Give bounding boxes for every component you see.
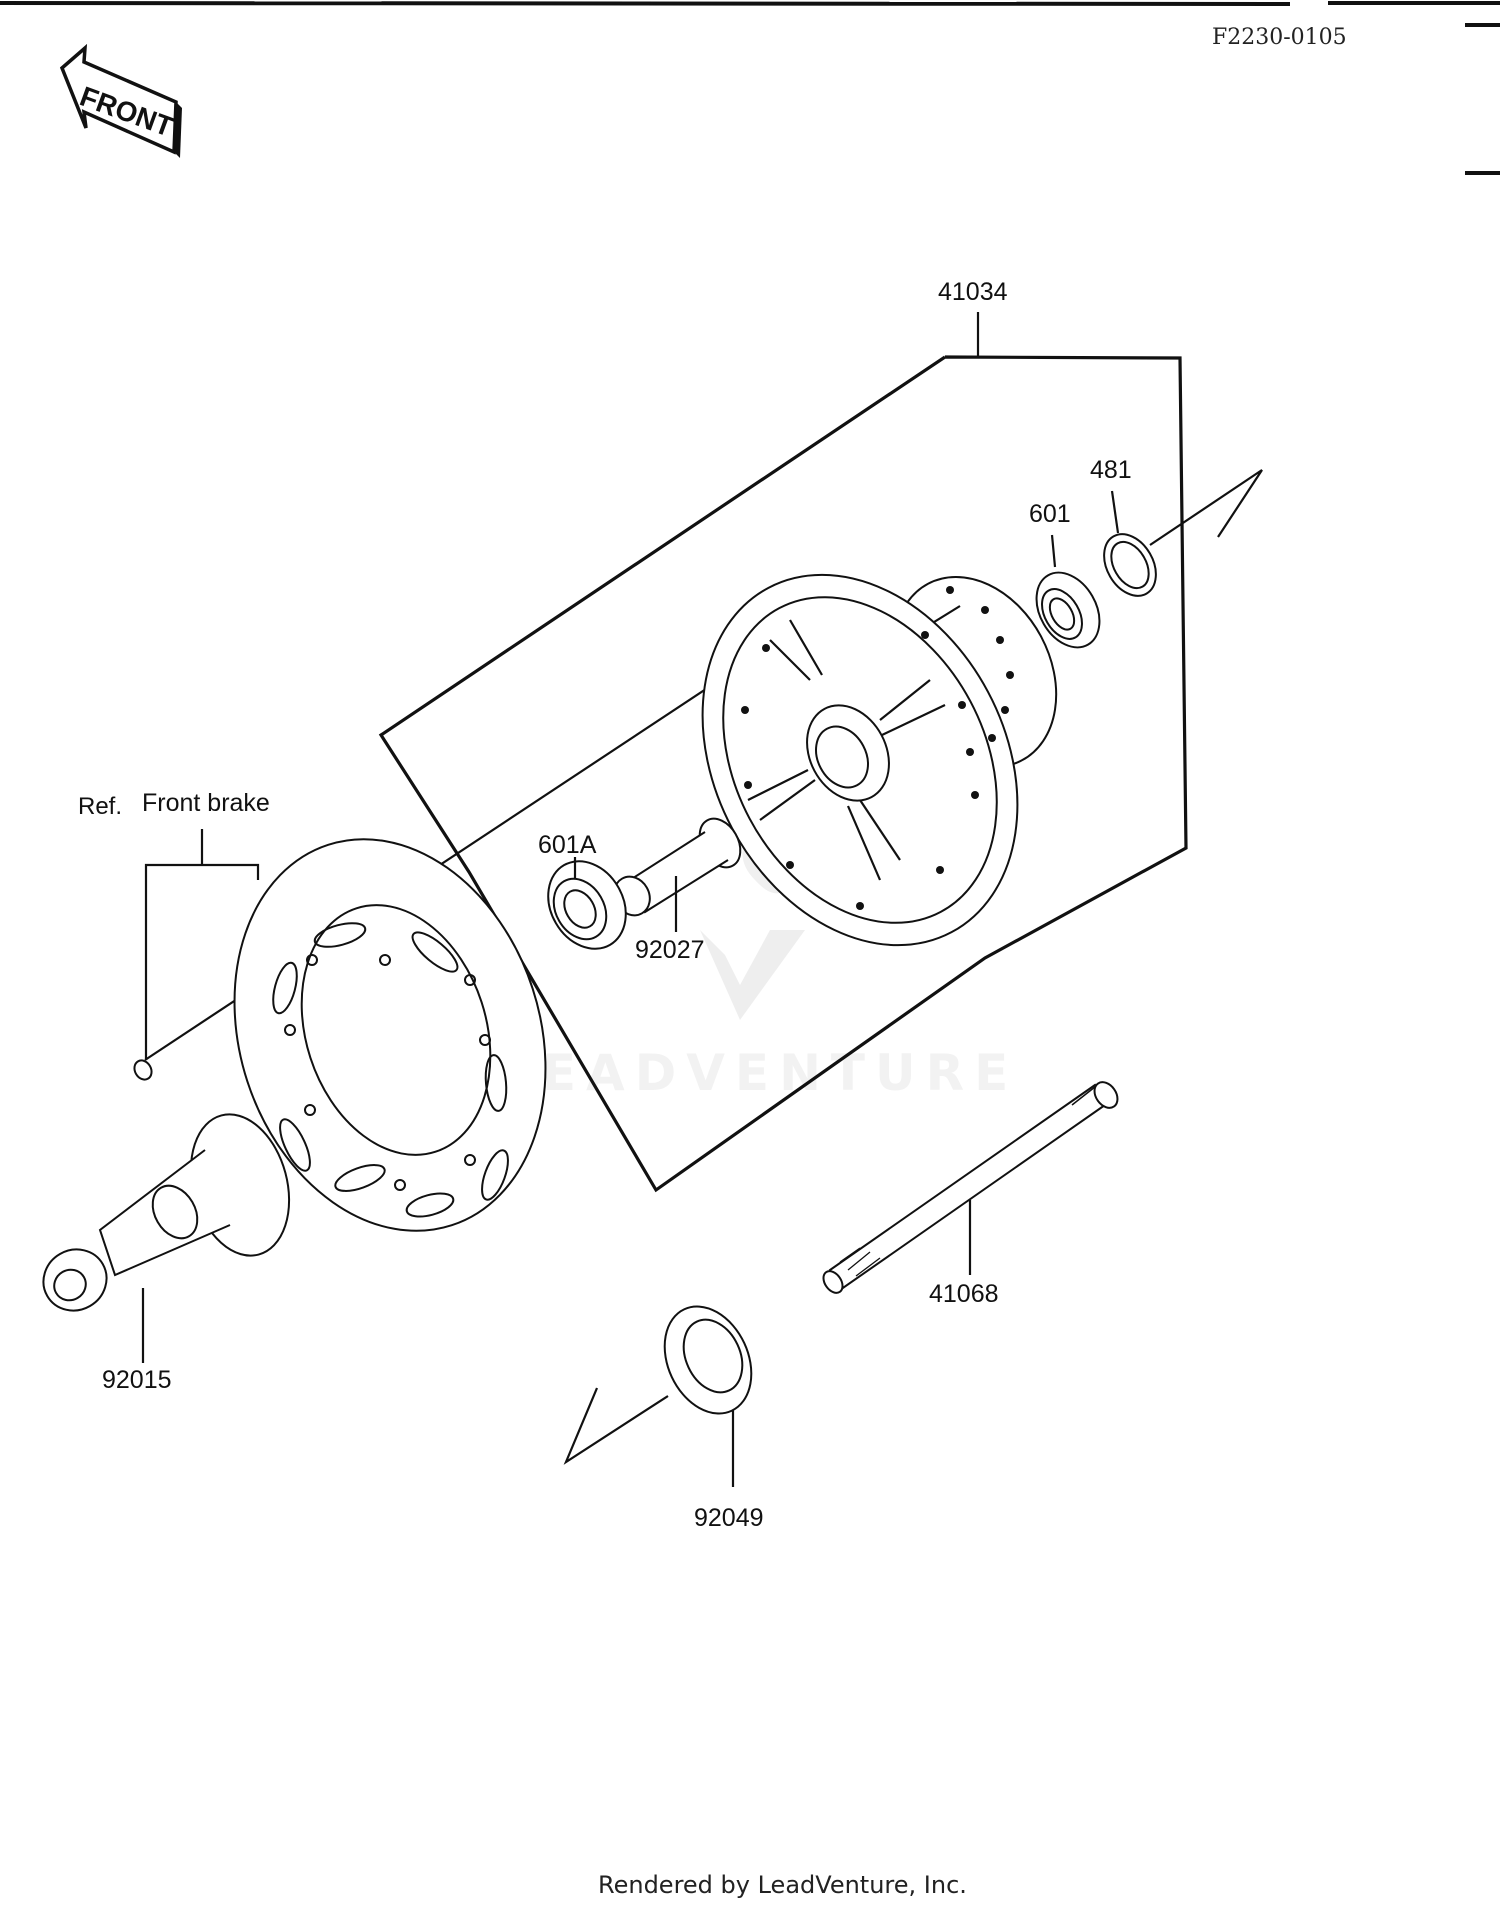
disc-bolt <box>133 1059 153 1081</box>
bearing-601 <box>1035 534 1101 649</box>
axis-break-upper <box>1149 469 1263 546</box>
part-label-601a: 601A <box>538 831 597 859</box>
ref-label: Front brake <box>142 789 270 817</box>
circlip-481 <box>1103 490 1157 597</box>
leader-481 <box>1110 490 1120 534</box>
page-border <box>0 1 1500 175</box>
leader-601 <box>1050 534 1057 568</box>
ref-bracket: Ref. Front brake <box>78 789 270 1060</box>
brake-disc <box>233 838 547 1232</box>
part-label-92027: 92027 <box>635 936 705 964</box>
part-label-92015: 92015 <box>102 1366 172 1394</box>
axis-break-lower <box>563 1387 669 1465</box>
axle-41068 <box>822 1081 1119 1294</box>
watermark-text: LEADVENTURE <box>500 1044 1018 1102</box>
collar-92027 <box>613 817 742 932</box>
footer-credit: Rendered by LeadVenture, Inc. <box>598 1871 967 1899</box>
diagram-code: F2230-0105 <box>1212 25 1347 50</box>
bearing-601a <box>547 857 627 950</box>
assembly-outline-41034 <box>378 355 1188 1193</box>
axle-nut-92015 <box>42 1113 291 1363</box>
part-label-41034: 41034 <box>938 278 1008 306</box>
front-arrow-icon: FRONT <box>59 43 182 158</box>
part-label-481: 481 <box>1090 456 1132 484</box>
oil-seal-92049 <box>663 1305 753 1487</box>
part-label-601: 601 <box>1029 500 1071 528</box>
part-label-41068: 41068 <box>929 1280 999 1308</box>
part-label-92049: 92049 <box>694 1504 764 1532</box>
wheel-hub <box>701 573 1058 947</box>
ref-prefix: Ref. <box>78 793 122 820</box>
